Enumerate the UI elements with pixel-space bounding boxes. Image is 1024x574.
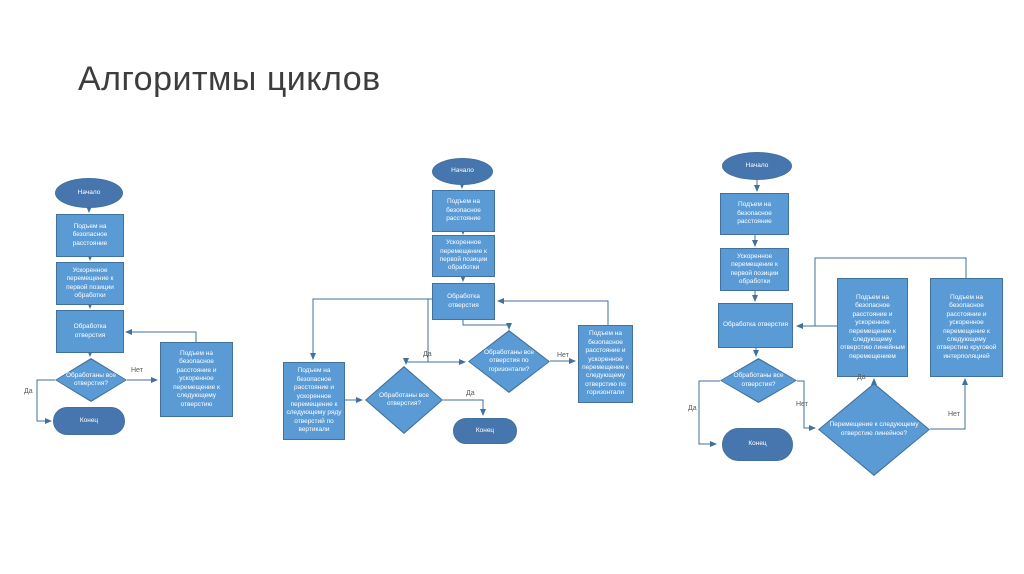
next-circular-step-box: Подъем на безопасное расстояние и ускоре…: [930, 278, 1003, 377]
rapid-move-step-box: Ускоренное перемещение к первой позиции …: [720, 248, 789, 291]
next-vertical-step-box: Подъем на безопасное расстояние и ускоре…: [283, 362, 345, 440]
flowchart2-connectors: [310, 182, 609, 416]
all-holes-decision-diamond: Обработаны все отверстия?: [55, 358, 127, 402]
linear-move-decision-diamond: Перемещение к следующему отверстию линей…: [818, 383, 930, 476]
end-terminator: Конец: [453, 418, 517, 444]
next-hole-step-box: Подъем на безопасное расстояние и ускоре…: [160, 342, 233, 417]
process-hole-step-box: Обработка отверстия: [432, 283, 495, 320]
lift-step-box: Подъем на безопасное расстояние: [56, 214, 124, 257]
connector-no-to-circular-box: [930, 378, 968, 430]
no-label: Нет: [557, 352, 569, 359]
no-label: Нет: [131, 367, 143, 374]
connector-circular-loop: [814, 257, 967, 326]
end-terminator: Конец: [722, 428, 793, 461]
next-horizontal-step-box: Подъем на безопасное расстояние и ускоре…: [578, 325, 633, 403]
flowchart1-connectors: [36, 206, 197, 424]
connector-yes-to-end: [698, 380, 720, 447]
lift-step-box: Подъем на безопасное расстояние: [432, 190, 495, 232]
connector-no-to-linear-decision: [797, 380, 816, 431]
start-terminator: Начало: [55, 178, 123, 208]
process-hole-step-box: Обработка отверстия: [56, 310, 124, 353]
connector-yes-to-all-decision: [403, 358, 428, 365]
decision-text: Обработаны все отверстия?: [733, 372, 784, 388]
yes-label: Да: [423, 351, 432, 358]
row-done-decision-diamond: Обработаны все отверстия по горизонтали?: [468, 330, 550, 393]
no-label: Нет: [948, 411, 960, 418]
yes-label: Да: [857, 374, 866, 381]
no-label: Нет: [796, 401, 808, 408]
connector-process-to-next-vertical: [310, 298, 432, 360]
start-terminator: Начало: [432, 158, 493, 185]
decision-text: Обработаны все отверстия по горизонтали?: [483, 349, 535, 373]
process-hole-step-box: Обработка отверстия: [718, 303, 793, 348]
decision-text: Перемещение к следующему отверстию линей…: [829, 421, 919, 437]
lift-step-box: Подъем на безопасное расстояние: [720, 193, 789, 235]
connector-horizontal-loop-to-process: [497, 298, 609, 325]
yes-label: Да: [466, 390, 475, 397]
decision-text: Обработаны все отверстия?: [378, 391, 430, 407]
connector-yes-to-end: [443, 399, 486, 416]
rapid-move-step-box: Ускоренное перемещение к первой позиции …: [56, 262, 124, 305]
flowchart3-connectors: [698, 180, 968, 447]
all-holes-decision-diamond: Обработаны все отверстия?: [720, 358, 797, 403]
end-terminator: Конец: [53, 407, 125, 435]
connector-process-to-row-decision: [462, 320, 512, 330]
rapid-move-step-box: Ускоренное перемещение к первой позиции …: [432, 235, 495, 277]
all-holes-decision-diamond: Обработаны все отверстия?: [365, 366, 443, 434]
next-linear-step-box: Подъем на безопасное расстояние и ускоре…: [837, 278, 908, 377]
decision-text: Обработаны все отверстия?: [65, 371, 117, 387]
start-terminator: Начало: [722, 152, 792, 180]
connector-yes-to-end: [36, 379, 55, 424]
yes-label: Да: [24, 388, 33, 395]
yes-label: Да: [688, 405, 697, 412]
slide-title: Алгоритмы циклов: [78, 60, 381, 98]
connector-loop-to-process: [125, 329, 197, 342]
